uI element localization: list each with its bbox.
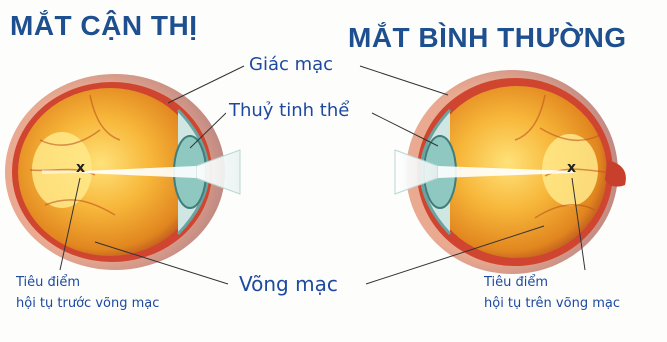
title-myopic-eye: MẮT CẬN THỊ xyxy=(10,10,197,42)
label-cornea: Giác mạc xyxy=(246,54,336,75)
normal-eye xyxy=(395,70,626,274)
note-myopic-focus: Tiêu điểm hội tụ trước võng mạc xyxy=(16,272,159,314)
note-normal-focus: Tiêu điểm hội tụ trên võng mạc xyxy=(484,272,620,314)
note-normal-line2: hội tụ trên võng mạc xyxy=(484,293,620,314)
focus-marker-myopic: x xyxy=(76,160,85,176)
label-lens: Thuỷ tinh thể xyxy=(226,100,352,121)
note-myopic-line2: hội tụ trước võng mạc xyxy=(16,293,159,314)
title-normal-eye: MẮT BÌNH THƯỜNG xyxy=(348,22,627,54)
myopic-eye xyxy=(5,74,240,270)
note-normal-line1: Tiêu điểm xyxy=(484,272,620,293)
note-myopic-line1: Tiêu điểm xyxy=(16,272,159,293)
label-retina: Võng mạc xyxy=(236,272,341,296)
focus-marker-normal: x xyxy=(567,160,576,176)
